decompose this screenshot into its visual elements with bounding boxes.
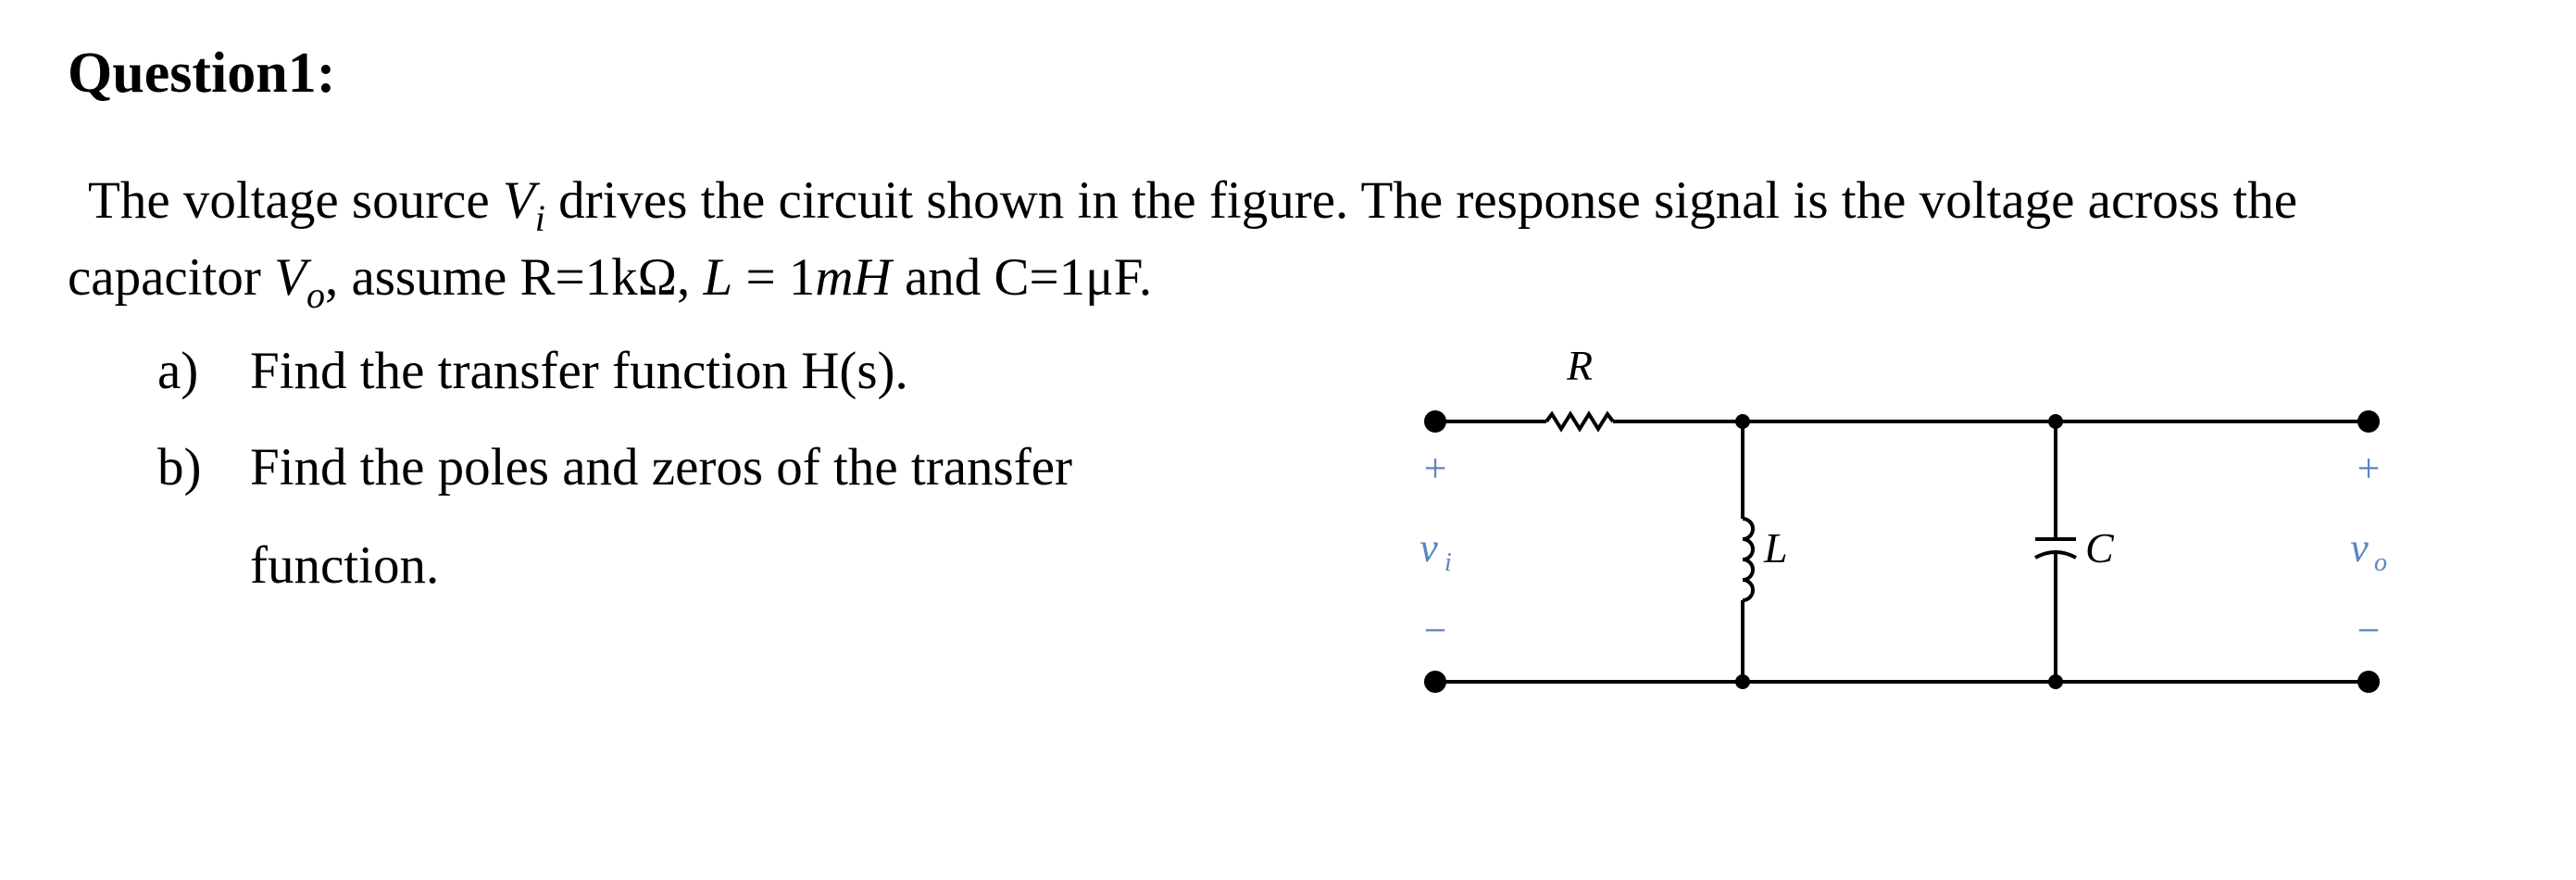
input-terminal-top <box>1424 410 1446 433</box>
vi-symbol: V <box>502 171 535 230</box>
inductor-label: L <box>1763 524 1788 572</box>
part-a-marker: a) <box>157 342 199 400</box>
line1-pre: The voltage source <box>88 171 503 230</box>
inductor-coil <box>1742 517 1755 602</box>
rlc-circuit-diagram: R L C + v i − + v o − <box>1419 342 2387 693</box>
junction-bottom-inductor <box>1735 674 1750 689</box>
vo-minus-sign: − <box>2357 608 2381 653</box>
vo-symbol: V <box>274 248 306 307</box>
capacitor-label: C <box>2085 524 2115 572</box>
vi-label: v <box>1419 525 1438 571</box>
output-terminal-top <box>2357 410 2380 433</box>
part-b-text: Find the poles and zeros of the transfer <box>250 438 1072 497</box>
junction-top-inductor <box>1735 414 1750 429</box>
vo-subscript: o <box>306 274 325 316</box>
part-b-marker: b) <box>157 438 202 497</box>
part-b-continuation-text: function. <box>250 536 440 595</box>
vi-plus-sign: + <box>1424 446 1447 491</box>
inductance-value: 1 <box>788 248 816 307</box>
part-a-text: Find the transfer function H(s). <box>250 342 908 400</box>
vi-minus-sign: − <box>1424 608 1447 653</box>
line2-post: and C=1μF. <box>891 248 1153 307</box>
vi-label-subscript: i <box>1444 548 1452 577</box>
vo-plus-sign: + <box>2357 446 2381 491</box>
output-terminal-bottom <box>2357 671 2380 693</box>
resistor-symbol <box>1544 410 1615 433</box>
line2-pre: capacitor <box>68 248 275 307</box>
equals-sign: = <box>732 248 789 307</box>
inductance-symbol: L <box>703 248 733 307</box>
vo-label-subscript: o <box>2374 548 2387 577</box>
inductance-unit: mH <box>815 248 892 307</box>
line1-post: drives the circuit shown in the figure. … <box>544 171 2297 230</box>
question-paragraph: The voltage source Vi drives the circuit… <box>68 165 2531 319</box>
junction-bottom-capacitor <box>2048 674 2063 689</box>
circuit-nodes <box>1424 410 2380 693</box>
question-title: Question1: <box>68 42 336 105</box>
input-terminal-bottom <box>1424 671 1446 693</box>
junction-top-capacitor <box>2048 414 2063 429</box>
line2-mid: , assume R=1kΩ, <box>324 248 704 307</box>
circuit-wires <box>1435 410 2369 684</box>
resistor-label: R <box>1566 342 1593 389</box>
vo-label: v <box>2350 525 2369 571</box>
paragraph-line-2: capacitor Vo, assume R=1kΩ, L = 1mH and … <box>68 242 2531 319</box>
paragraph-line-1: The voltage source Vi drives the circuit… <box>68 165 2531 242</box>
vi-subscript: i <box>534 197 545 239</box>
